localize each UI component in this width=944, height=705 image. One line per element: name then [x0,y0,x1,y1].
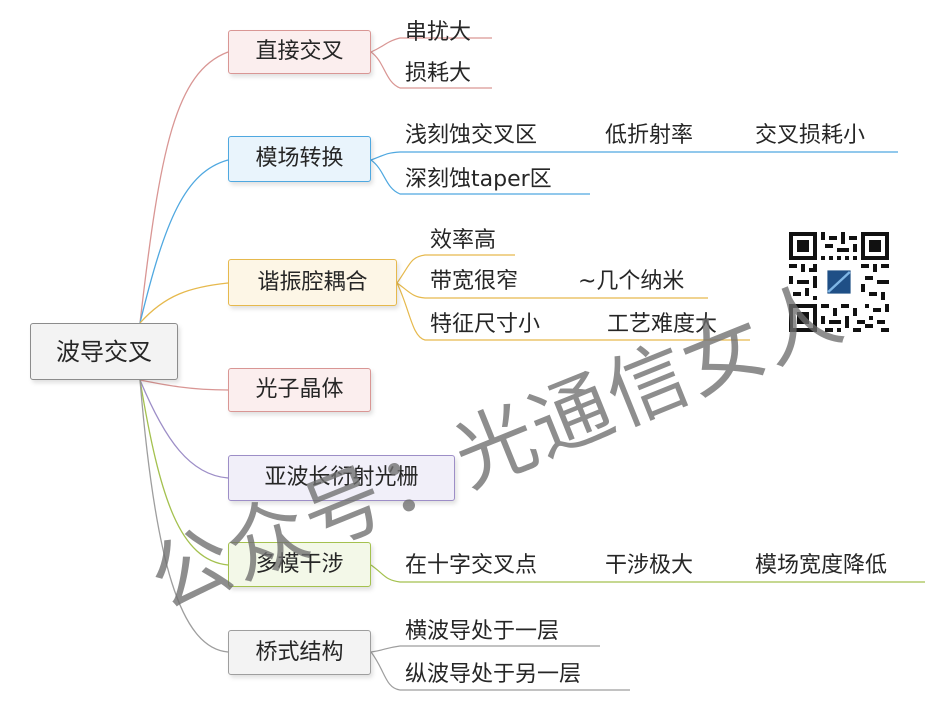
branch-node-direct-crossing[interactable]: 直接交叉 [228,30,371,74]
leaf-horizontal-waveguide-layer[interactable]: 横波导处于一层 [405,619,560,644]
connector-branch-5 [139,379,229,479]
branch-node-mmi[interactable]: 多模干涉 [228,542,371,587]
branch-node-photonic-crystal[interactable]: 光子晶体 [228,368,371,412]
qr-code-icon [789,232,889,332]
root-node[interactable]: 波导交叉 [30,323,178,380]
leaf-small-feature-size[interactable]: 特征尺寸小 [430,312,541,337]
leaf-loss-large[interactable]: 损耗大 [405,61,472,86]
leaf-crosstalk-large[interactable]: 串扰大 [405,20,472,45]
connector-branch-4 [139,379,229,391]
leaf-few-nanometers[interactable]: ~几个纳米 [578,269,685,294]
connector-branch-6 [139,379,229,566]
leaf-mode-width-reduced[interactable]: 模场宽度降低 [755,553,888,578]
connector-branch-2 [139,159,229,324]
leaf-narrow-bandwidth[interactable]: 带宽很窄 [430,269,519,294]
branch-node-bridge-structure[interactable]: 桥式结构 [228,630,371,675]
connector-branch-3 [139,282,229,324]
leaf-high-efficiency[interactable]: 效率高 [430,228,497,253]
leaf-high-process-difficulty[interactable]: 工艺难度大 [607,312,718,337]
leaf-low-crossing-loss[interactable]: 交叉损耗小 [755,123,866,148]
leaf-deep-etch-taper[interactable]: 深刻蚀taper区 [405,167,552,192]
leaf-at-cross-point[interactable]: 在十字交叉点 [405,553,538,578]
branch-node-mode-conversion[interactable]: 模场转换 [228,136,371,182]
connector-branch-7 [139,379,229,653]
leaf-vertical-waveguide-layer[interactable]: 纵波导处于另一层 [405,662,582,687]
connector-branch-1 [139,51,229,324]
leaf-interference-maximum[interactable]: 干涉极大 [605,553,694,578]
leaf-shallow-etch-crossing[interactable]: 浅刻蚀交叉区 [405,123,538,148]
branch-node-resonator-coupling[interactable]: 谐振腔耦合 [228,259,397,306]
leaf-low-index[interactable]: 低折射率 [605,123,694,148]
branch-node-subwavelength-grating[interactable]: 亚波长衍射光栅 [228,455,455,501]
